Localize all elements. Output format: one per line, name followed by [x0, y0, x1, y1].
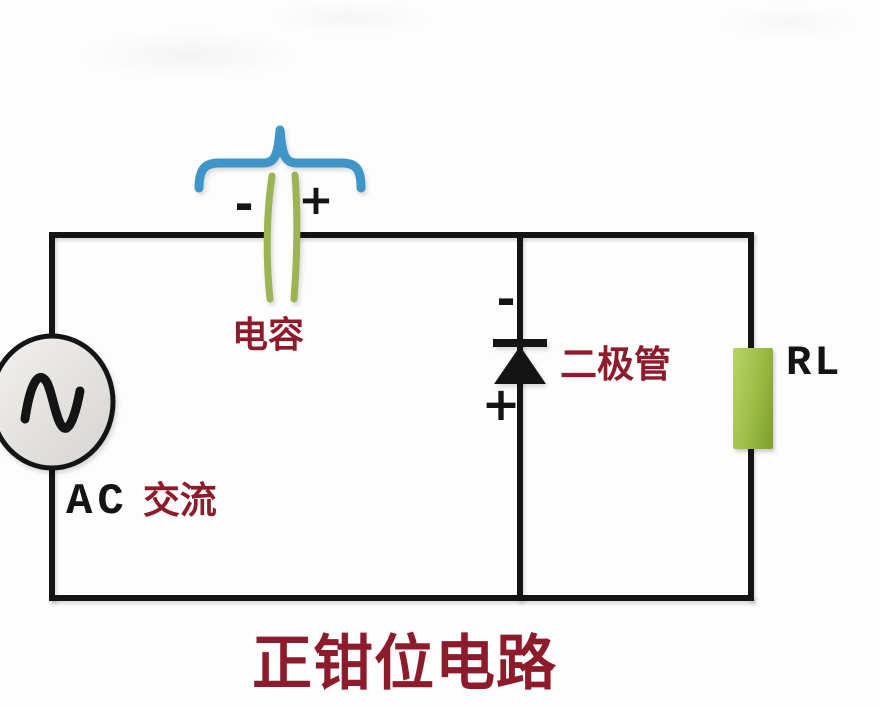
page-title: 正钳位电路	[252, 631, 557, 697]
brace-icon	[194, 125, 366, 193]
sine-wave-icon	[20, 372, 85, 433]
ac-label-en: AC	[66, 477, 129, 527]
diode-label: 二极管	[560, 345, 671, 386]
wire-top-right-segment	[297, 232, 754, 238]
scan-smudge	[270, 0, 430, 36]
wire-top-left-segment	[51, 232, 268, 238]
scan-smudge	[720, 6, 860, 40]
capacitor-label: 电容	[232, 315, 305, 355]
wire-bottom	[49, 595, 754, 601]
wire-left-lower	[49, 464, 55, 601]
scan-smudge	[80, 30, 300, 80]
diode-plus-sign: +	[481, 377, 521, 431]
wire-left-upper	[49, 232, 55, 340]
wire-right-lower	[748, 446, 754, 601]
load-resistor-body	[733, 348, 773, 449]
diode-minus-sign: -	[496, 272, 516, 326]
wire-right-upper	[748, 232, 754, 352]
capacitor-plus-sign: +	[298, 175, 334, 224]
ac-source-circle	[0, 333, 116, 471]
wire-middle-branch	[517, 232, 523, 601]
capacitor-minus-sign: -	[234, 177, 254, 231]
load-label: RL	[786, 339, 843, 387]
ac-source-label: AC 交流	[66, 480, 217, 524]
ac-label-zh: 交流	[142, 481, 217, 522]
